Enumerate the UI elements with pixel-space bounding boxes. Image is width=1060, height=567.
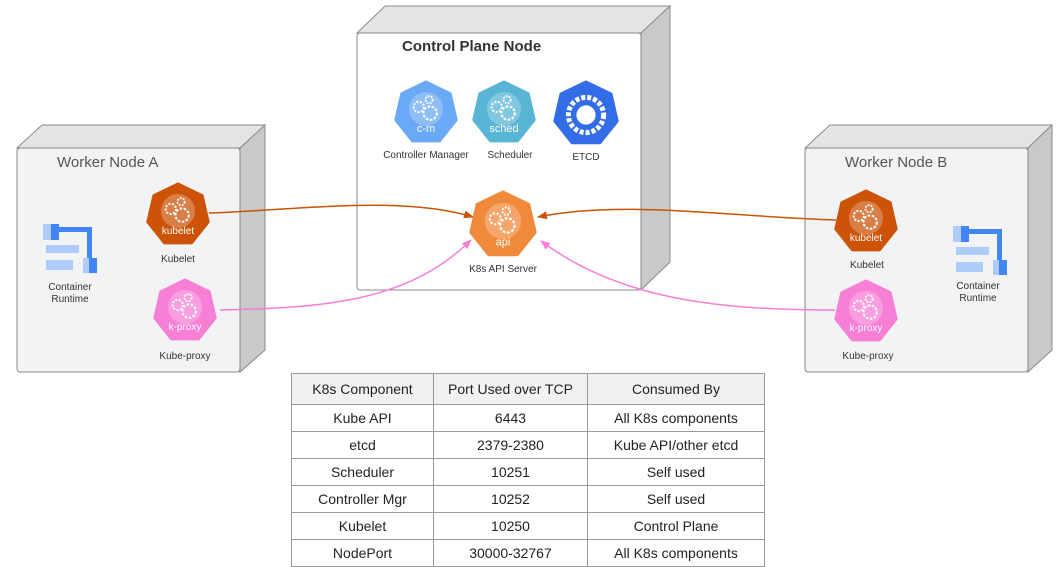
table-cell: 10250: [433, 512, 588, 540]
connection-kproxy-b-to-api: [540, 240, 836, 311]
worker-node-a-title: Worker Node A: [57, 154, 159, 171]
badge-text: k-proxy: [850, 323, 883, 334]
container-runtime-b-label-2: Runtime: [959, 293, 997, 304]
control-plane-title: Control Plane Node: [402, 38, 542, 55]
badge-text: kubelet: [162, 226, 194, 237]
container-runtime-b-label-1: Container: [956, 281, 1000, 292]
connection-kubelet-a-to-api: [208, 204, 474, 219]
container-runtime-a-label-2: Runtime: [51, 294, 89, 305]
table-cell: Scheduler: [291, 458, 434, 486]
table-header: Port Used over TCP: [433, 373, 588, 405]
table-cell: 30000-32767: [433, 539, 588, 567]
kubelet-b-label: Kubelet: [850, 260, 884, 271]
kube-proxy-a-label: Kube-proxy: [159, 351, 211, 362]
table-cell: Self used: [587, 458, 765, 486]
table-header-row: K8s Component Port Used over TCP Consume…: [291, 373, 765, 405]
api-server-icon: api: [469, 190, 537, 257]
badge-text: api: [496, 236, 511, 248]
table-cell: Kubelet: [291, 512, 434, 540]
container-runtime-icon: [43, 224, 97, 273]
table-cell: Kube API/other etcd: [587, 431, 765, 459]
table-cell: Kube API: [291, 404, 434, 432]
box-side: [1027, 123, 1053, 374]
table-cell: etcd: [291, 431, 434, 459]
table-cell: 2379-2380: [433, 431, 588, 459]
badge-text: sched: [489, 123, 518, 135]
scheduler-icon: sched: [472, 80, 536, 143]
box-side: [640, 4, 671, 292]
kubelet-a-label: Kubelet: [161, 254, 195, 265]
table-cell: Controller Mgr: [291, 485, 434, 513]
table-cell: NodePort: [291, 539, 434, 567]
box-top: [15, 124, 267, 149]
box-top: [355, 5, 672, 34]
table-cell: 6443: [433, 404, 588, 432]
connection-kproxy-a-to-api: [219, 239, 472, 311]
controller-manager-icon: c-m: [394, 80, 458, 143]
worker-node-b-title: Worker Node B: [845, 154, 948, 171]
box-top: [803, 124, 1054, 149]
table-cell: Control Plane: [587, 512, 765, 540]
table-cell: Self used: [587, 485, 765, 513]
ports-table: K8s Component Port Used over TCP Consume…: [291, 373, 765, 567]
connection-kubelet-b-to-api: [537, 208, 837, 221]
table-cell: 10251: [433, 458, 588, 486]
table-cell: All K8s components: [587, 404, 765, 432]
kube-proxy-b-label: Kube-proxy: [842, 351, 894, 362]
container-runtime-a-label-1: Container: [48, 282, 92, 293]
table-cell: All K8s components: [587, 539, 765, 567]
table-header: K8s Component: [291, 373, 434, 405]
box-side: [239, 123, 266, 374]
table-cell: 10252: [433, 485, 588, 513]
kube-proxy-b-icon: k-proxy: [834, 279, 898, 342]
table-header: Consumed By: [587, 373, 765, 405]
badge-text: k-proxy: [169, 322, 202, 333]
container-runtime-icon: [953, 226, 1007, 275]
scheduler-label: Scheduler: [487, 150, 533, 161]
badge-text: c-m: [417, 123, 435, 135]
kubelet-b-icon: kubelet: [834, 189, 898, 252]
controller-manager-label: Controller Manager: [383, 150, 469, 161]
etcd-label: ETCD: [572, 152, 600, 163]
kubelet-a-icon: kubelet: [146, 182, 210, 245]
api-server-label: K8s API Server: [469, 264, 537, 275]
kube-proxy-a-icon: k-proxy: [153, 278, 217, 341]
etcd-icon: [553, 80, 619, 145]
badge-text: kubelet: [850, 233, 882, 244]
